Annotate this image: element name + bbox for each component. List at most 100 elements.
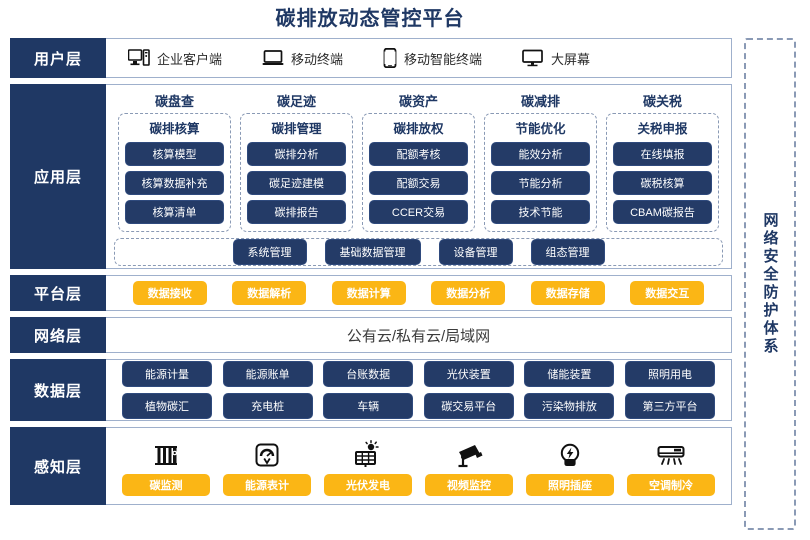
layer-sense-label: 感知层 — [10, 427, 106, 505]
app-pill[interactable]: 配额考核 — [369, 142, 468, 166]
smartphone-icon — [383, 48, 397, 68]
user-item-large-screen[interactable]: 大屏幕 — [522, 49, 590, 68]
data-pill-lighting-power[interactable]: 照明用电 — [624, 361, 715, 387]
platform-pill-data-analysis[interactable]: 数据分析 — [431, 281, 506, 305]
layer-platform: 平台层 数据接收 数据解析 数据计算 数据分析 数据存储 数据交互 — [10, 275, 732, 311]
data-pill-pollutant-emission[interactable]: 污染物排放 — [524, 393, 615, 419]
app-pill[interactable]: 碳排分析 — [247, 142, 346, 166]
air-conditioner-icon — [655, 436, 687, 474]
app-pill[interactable]: 碳税核算 — [613, 171, 712, 195]
application-management-box: 系统管理 基础数据管理 设备管理 组态管理 — [114, 238, 723, 266]
data-pill-energy-metering[interactable]: 能源计量 — [122, 361, 212, 387]
group-subtitle: 碳排管理 — [271, 122, 322, 136]
layer-network-body: 公有云/私有云/局域网 — [106, 318, 731, 352]
group-subtitle: 碳排核算 — [149, 122, 200, 136]
platform-pill-data-receive[interactable]: 数据接收 — [132, 281, 207, 305]
sense-item-hvac-cooling[interactable]: 空调制冷 — [627, 436, 715, 496]
platform-pill-data-parse[interactable]: 数据解析 — [232, 281, 307, 305]
sense-item-energy-meter[interactable]: 能源表计 — [223, 436, 311, 496]
layer-user-body: 企业客户端 移动终端 — [106, 39, 731, 77]
app-pill[interactable]: 核算数据补充 — [125, 171, 224, 195]
data-pill-charging-pile[interactable]: 充电桩 — [222, 393, 313, 419]
sense-item-pv-generation[interactable]: 光伏发电 — [324, 436, 412, 496]
platform-pill-data-compute[interactable]: 数据计算 — [331, 281, 406, 305]
page-title: 碳排放动态管控平台 — [275, 8, 465, 30]
app-pill[interactable]: 节能分析 — [491, 171, 590, 195]
user-item-mobile-terminal[interactable]: 移动终端 — [262, 49, 343, 68]
mgmt-pill-device[interactable]: 设备管理 — [438, 239, 513, 265]
group-box: 碳排管理 碳排分析 碳足迹建模 碳排报告 — [240, 113, 353, 232]
user-item-label: 移动智能终端 — [404, 51, 483, 67]
group-title: 碳盘查 — [154, 94, 194, 109]
app-pill[interactable]: CCER交易 — [369, 200, 468, 224]
mgmt-pill-configuration[interactable]: 组态管理 — [530, 239, 605, 265]
app-pill[interactable]: 核算清单 — [125, 200, 224, 224]
group-title: 碳关税 — [642, 94, 682, 109]
app-pill[interactable]: CBAM碳报告 — [613, 200, 712, 224]
sense-item-carbon-monitoring[interactable]: 碳监测 — [122, 436, 210, 496]
platform-pill-data-interaction[interactable]: 数据交互 — [630, 281, 705, 305]
sense-item-lighting-socket[interactable]: 照明插座 — [526, 436, 614, 496]
data-pill-pv-device[interactable]: 光伏装置 — [423, 361, 514, 387]
app-group-carbon-asset: 碳资产 碳排放权 配额考核 配额交易 CCER交易 — [362, 89, 475, 232]
layer-user: 用户层 — [10, 38, 732, 78]
app-pill[interactable]: 碳排报告 — [247, 200, 346, 224]
layer-sense: 感知层 — [10, 427, 732, 505]
layer-network: 网络层 公有云/私有云/局域网 — [10, 317, 732, 353]
data-pill-vehicle[interactable]: 车辆 — [323, 393, 414, 419]
data-pill-storage-device[interactable]: 储能装置 — [524, 361, 615, 387]
layer-data-body: 能源计量 能源账单 台账数据 光伏装置 储能装置 照明用电 植物碳汇 充电桩 车… — [106, 360, 731, 420]
data-pill-plant-carbon-sink[interactable]: 植物碳汇 — [122, 393, 212, 419]
layer-data: 数据层 能源计量 能源账单 台账数据 光伏装置 储能装置 照明用电 植物碳汇 充… — [10, 359, 732, 421]
application-group-list: 碳盘查 碳排核算 核算模型 核算数据补充 核算清单 碳足迹 碳排管理 碳排分析 — [114, 89, 723, 232]
group-box: 关税申报 在线填报 碳税核算 CBAM碳报告 — [606, 113, 719, 232]
user-item-smart-mobile-terminal[interactable]: 移动智能终端 — [383, 48, 482, 68]
group-box: 碳排核算 核算模型 核算数据补充 核算清单 — [118, 113, 231, 232]
app-pill[interactable]: 在线填报 — [613, 142, 712, 166]
app-group-carbon-tariff: 碳关税 关税申报 在线填报 碳税核算 CBAM碳报告 — [606, 89, 719, 232]
layer-platform-body: 数据接收 数据解析 数据计算 数据分析 数据存储 数据交互 — [106, 276, 731, 310]
laptop-icon — [262, 49, 284, 67]
app-pill[interactable]: 碳足迹建模 — [247, 171, 346, 195]
app-group-carbon-reduction: 碳减排 节能优化 能效分析 节能分析 技术节能 — [484, 89, 597, 232]
sense-item-label: 碳监测 — [122, 474, 210, 496]
sense-item-label: 空调制冷 — [627, 474, 715, 496]
mgmt-pill-basic-data[interactable]: 基础数据管理 — [324, 239, 421, 265]
data-pill-ledger-data[interactable]: 台账数据 — [323, 361, 414, 387]
group-subtitle: 关税申报 — [637, 122, 688, 136]
security-system-column: 网络安全防护体系 — [744, 38, 796, 530]
app-pill[interactable]: 能效分析 — [491, 142, 590, 166]
sense-item-video-surveillance[interactable]: 视频监控 — [425, 436, 513, 496]
group-title: 碳资产 — [398, 94, 438, 109]
sense-item-list: 碳监测 能源表计 — [122, 436, 715, 496]
group-box: 节能优化 能效分析 节能分析 技术节能 — [484, 113, 597, 232]
data-pill-carbon-trading-platform[interactable]: 碳交易平台 — [423, 393, 514, 419]
layer-application-label: 应用层 — [10, 84, 106, 269]
app-group-carbon-footprint: 碳足迹 碳排管理 碳排分析 碳足迹建模 碳排报告 — [240, 89, 353, 232]
group-subtitle: 碳排放权 — [393, 122, 444, 136]
layer-sense-body: 碳监测 能源表计 — [106, 428, 731, 504]
mgmt-pill-system[interactable]: 系统管理 — [232, 239, 307, 265]
carbon-sensor-icon — [151, 436, 181, 474]
data-pill-third-party-platform[interactable]: 第三方平台 — [624, 393, 715, 419]
app-pill[interactable]: 配额交易 — [369, 171, 468, 195]
app-group-carbon-inventory: 碳盘查 碳排核算 核算模型 核算数据补充 核算清单 — [118, 89, 231, 232]
data-pill-energy-bill[interactable]: 能源账单 — [222, 361, 313, 387]
group-title: 碳足迹 — [276, 94, 316, 109]
layer-platform-label: 平台层 — [10, 275, 106, 311]
sense-item-label: 视频监控 — [425, 474, 513, 496]
user-item-label: 大屏幕 — [551, 51, 591, 67]
user-item-enterprise-client[interactable]: 企业客户端 — [128, 49, 222, 68]
solar-panel-icon — [352, 436, 384, 474]
energy-meter-icon — [252, 436, 282, 474]
layer-stack: 用户层 — [10, 38, 732, 511]
layer-application: 应用层 碳盘查 碳排核算 核算模型 核算数据补充 核算清单 碳足迹 — [10, 84, 732, 269]
app-pill[interactable]: 技术节能 — [491, 200, 590, 224]
sense-item-label: 能源表计 — [223, 474, 311, 496]
desktop-tower-icon — [128, 49, 150, 67]
layer-application-body: 碳盘查 碳排核算 核算模型 核算数据补充 核算清单 碳足迹 碳排管理 碳排分析 — [106, 85, 731, 268]
app-pill[interactable]: 核算模型 — [125, 142, 224, 166]
layer-network-label: 网络层 — [10, 317, 106, 353]
platform-pill-data-storage[interactable]: 数据存储 — [530, 281, 605, 305]
